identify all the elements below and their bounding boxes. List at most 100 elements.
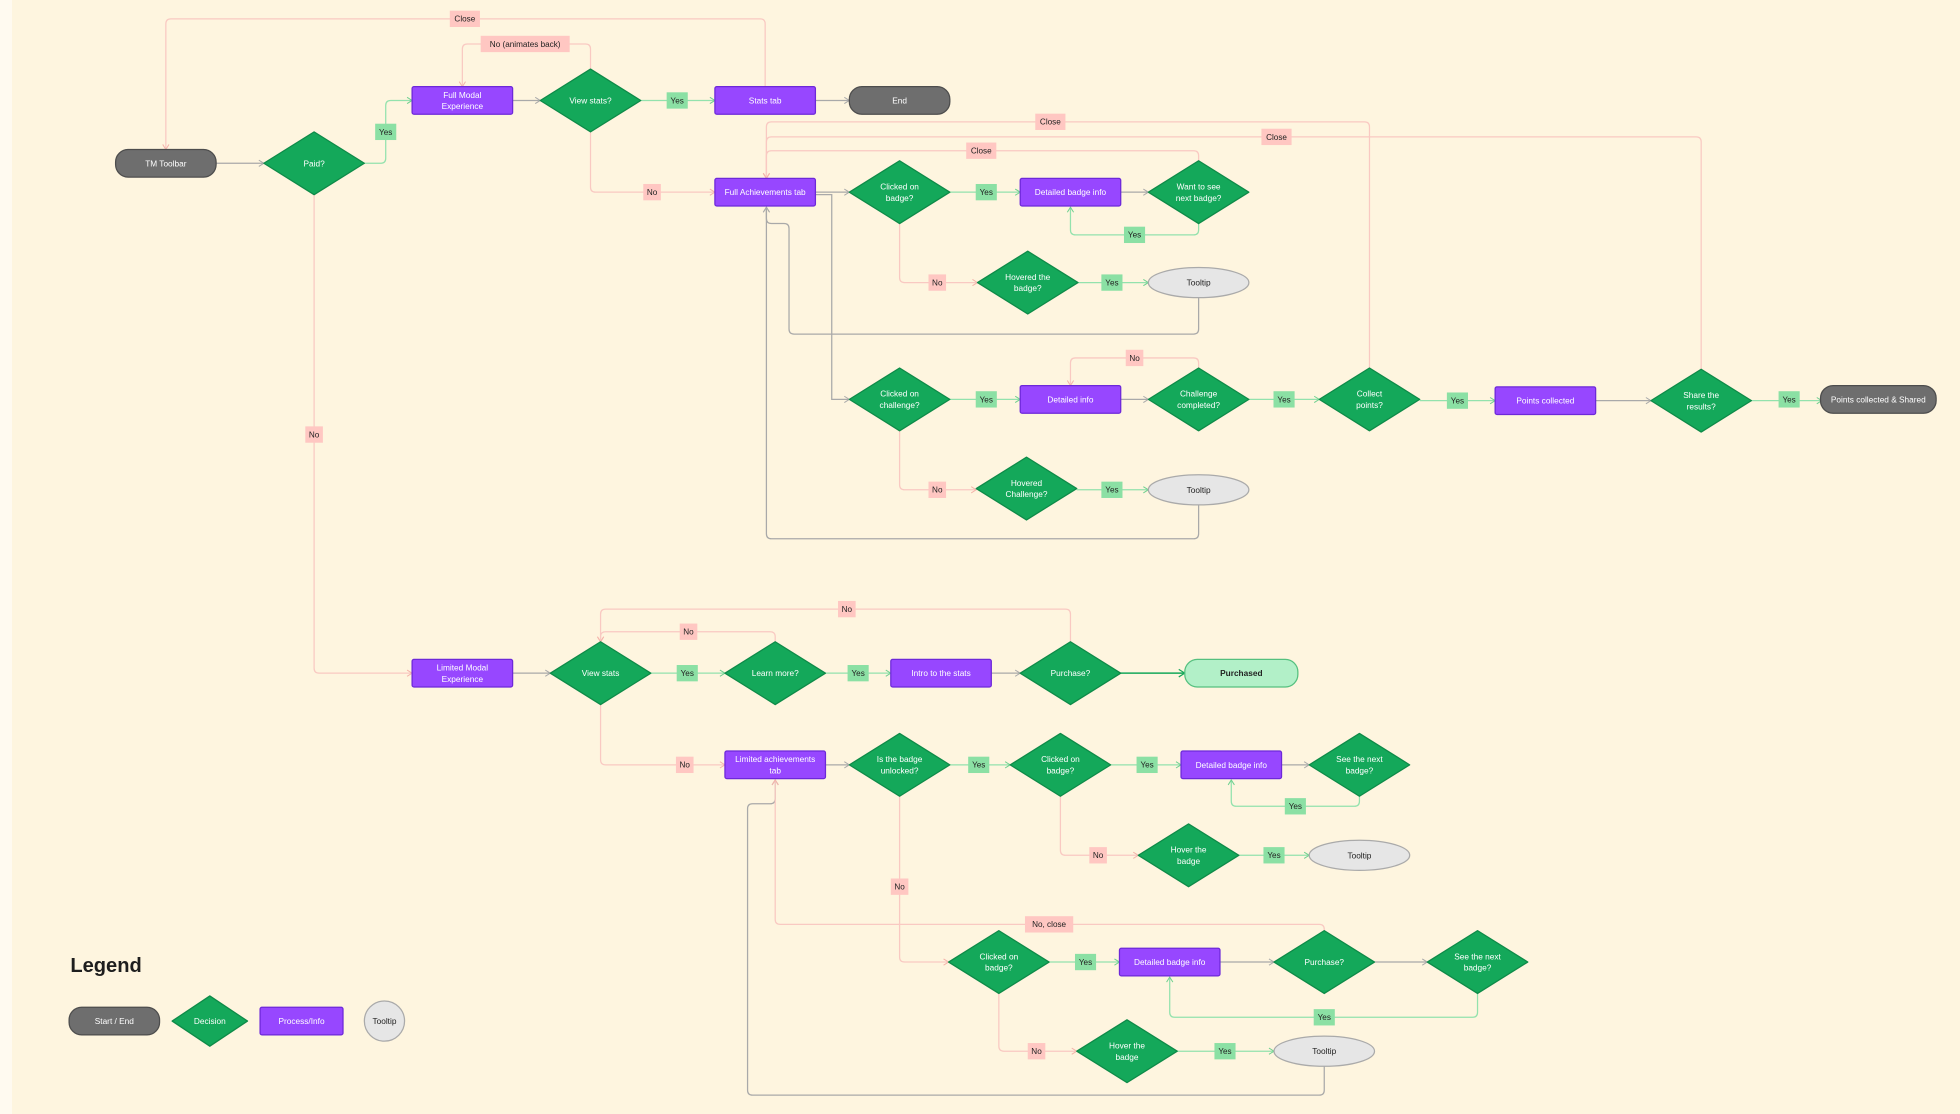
node-label: badge?: [1464, 963, 1492, 973]
terminal-node-tm[interactable]: TM Toolbar: [114, 148, 217, 178]
node-label: challenge?: [880, 400, 920, 410]
edge-label-text: Close: [971, 147, 992, 156]
node-label: Is the badge: [877, 754, 923, 764]
decision-node-vs1[interactable]: View stats?: [539, 68, 642, 133]
connector-arrow: [162, 18, 766, 151]
process-node-dbi2[interactable]: Detailed badge info: [1180, 750, 1283, 780]
node-label: See the next: [1336, 754, 1383, 764]
process-node-dbi3[interactable]: Detailed badge info: [1118, 947, 1221, 977]
node-label: Challenge: [1180, 389, 1218, 399]
edge-label-no: No: [675, 756, 694, 774]
edge-label-no: No: [1089, 847, 1107, 864]
edge-label-text: Yes: [980, 395, 993, 404]
process-node-di[interactable]: Detailed info: [1019, 384, 1122, 414]
canvas-edge: [0, 0, 12, 1114]
connector-arrow: [762, 206, 1200, 335]
decision-node-paid[interactable]: Paid?: [263, 131, 365, 196]
legend-label: Tooltip: [372, 1016, 396, 1026]
edge-label-no: No: [305, 426, 323, 443]
decision-node-pur1[interactable]: Purchase?: [1019, 641, 1122, 706]
terminal-node-pcs[interactable]: Points collected & Shared: [1819, 384, 1937, 414]
edge-label-text: Yes: [1451, 397, 1464, 406]
node-label: Hover the: [1109, 1041, 1145, 1051]
legend-label: Process/Info: [279, 1016, 325, 1026]
edge-label-text: No: [894, 883, 905, 892]
edge-label-yes: Yes: [1074, 953, 1097, 971]
connector-arrow: [815, 194, 851, 403]
edge-label-no: No: [679, 623, 698, 640]
node-label: points?: [1356, 400, 1383, 410]
edge-label-text: No: [683, 628, 694, 637]
purchased-node-purchased[interactable]: Purchased: [1184, 658, 1299, 688]
edge-label-yes: Yes: [375, 123, 397, 141]
decision-node-vs2[interactable]: View stats: [549, 641, 652, 706]
edge-label-text: Yes: [1277, 395, 1290, 404]
node-label: Collect: [1357, 389, 1383, 399]
edge-label-no: Close: [1261, 128, 1292, 146]
edge-label-text: No (animates back): [490, 40, 561, 49]
edge-label-text: Yes: [671, 96, 684, 105]
legend-label: Start / End: [95, 1016, 135, 1026]
edge-label-yes: Yes: [975, 391, 997, 408]
legend-title: Legend: [70, 955, 141, 977]
connector-arrow: [898, 430, 978, 494]
node-label: Experience: [442, 101, 484, 111]
node-label: Clicked on: [980, 951, 1019, 961]
tooltip-node-tt4[interactable]: Tooltip: [1273, 1035, 1376, 1067]
legend-item-decision: Decision: [171, 995, 249, 1047]
edge-label-yes: Yes: [1136, 756, 1158, 774]
node-label: View stats?: [569, 95, 612, 105]
edge-label-text: Yes: [1267, 851, 1280, 860]
node-label: Detailed badge info: [1196, 760, 1268, 770]
node-label: Clicked on: [880, 389, 919, 399]
node-label: Hover the: [1171, 845, 1207, 855]
decision-node-lm[interactable]: Learn more?: [724, 641, 827, 706]
process-node-dbi1[interactable]: Detailed badge info: [1019, 177, 1122, 207]
connector-arrow: [599, 704, 726, 769]
edge-label-no: No (animates back): [480, 35, 570, 53]
node-label: Share the: [1683, 390, 1719, 400]
node-label: Hovered the: [1005, 272, 1051, 282]
tooltip-node-tt2[interactable]: Tooltip: [1147, 474, 1250, 506]
terminal-node-end[interactable]: End: [848, 86, 951, 115]
edge-label-yes: Yes: [1101, 274, 1123, 291]
node-label: Points collected: [1516, 396, 1574, 406]
process-node-its[interactable]: Intro to the stats: [890, 658, 992, 688]
node-label: View stats: [582, 668, 620, 678]
tooltip-node-tt3[interactable]: Tooltip: [1308, 839, 1411, 871]
node-label: Want to see: [1177, 182, 1221, 192]
node-label: Limited Modal: [437, 663, 489, 673]
edge-label-text: No: [680, 761, 691, 770]
node-label: Tooltip: [1187, 485, 1211, 495]
node-label: Purchased: [1220, 668, 1262, 678]
process-node-stats[interactable]: Stats tab: [714, 86, 817, 115]
node-label: Experience: [442, 674, 484, 684]
edge-label-text: Yes: [1318, 1013, 1331, 1022]
tooltip-node-tt1[interactable]: Tooltip: [1147, 266, 1250, 299]
decision-node-pur2[interactable]: Purchase?: [1273, 930, 1376, 995]
node-label: badge: [1177, 856, 1200, 866]
edge-label-yes: Yes: [1263, 847, 1285, 864]
process-node-fat[interactable]: Full Achievements tab: [714, 177, 817, 207]
process-node-pc[interactable]: Points collected: [1494, 386, 1597, 416]
